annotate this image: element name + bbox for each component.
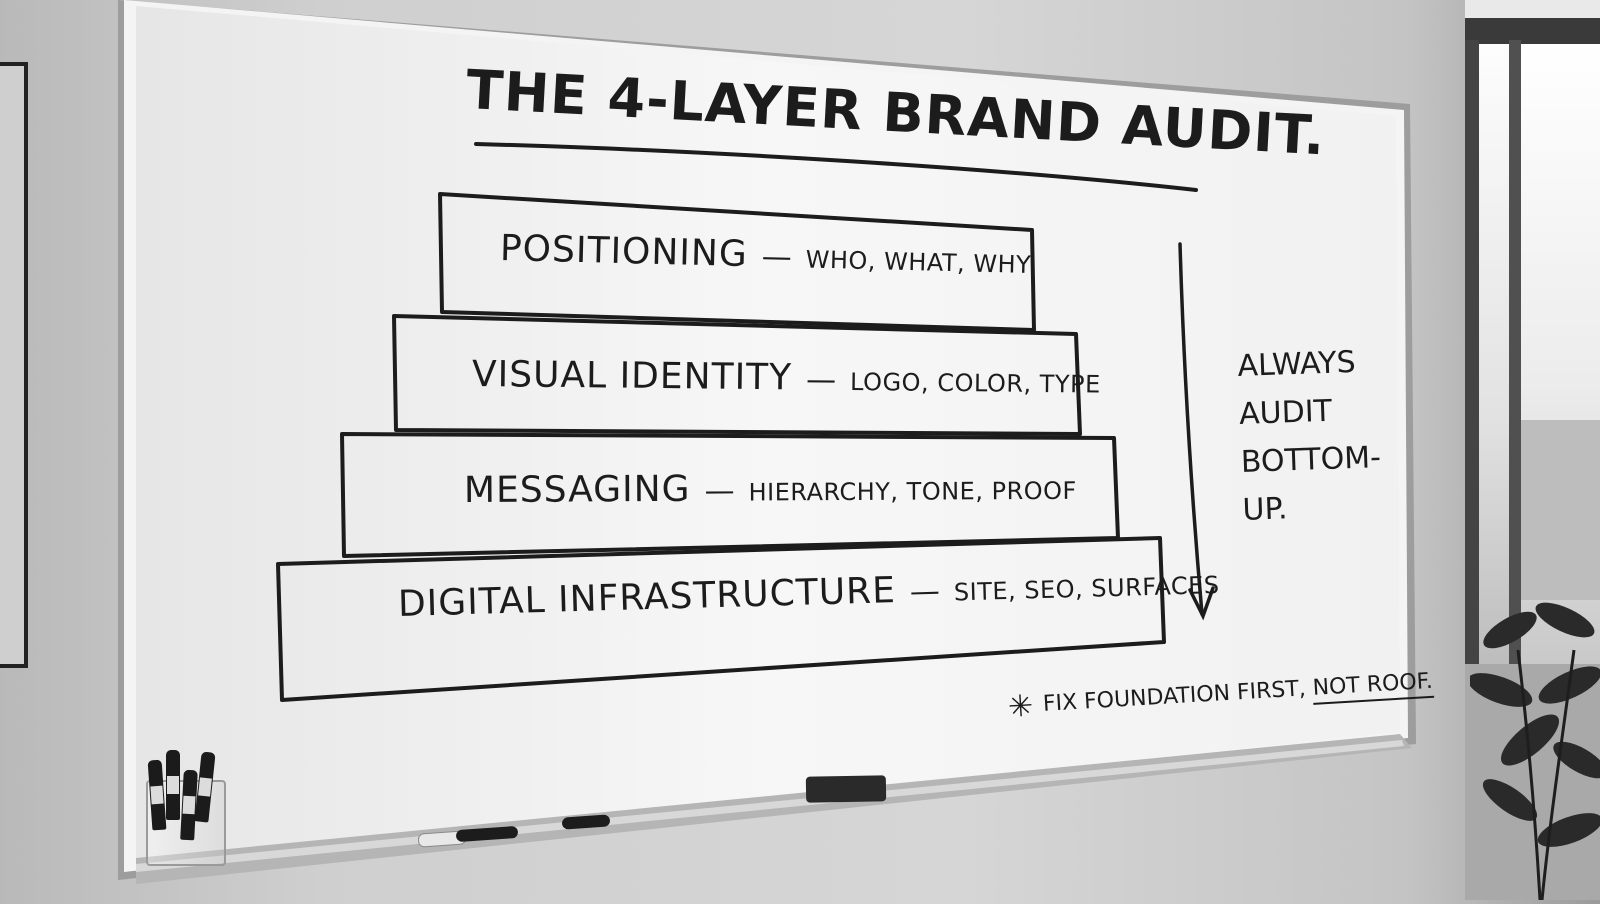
layer-box-digital-infrastructure [276,536,1166,702]
down-arrow-icon [1178,242,1215,621]
layer-name: Visual Identity [471,354,793,399]
layer-detail: logo, color, type [849,367,1101,399]
layer-label-messaging: Messaging — hierarchy, tone, proof [464,467,1077,511]
side-note: Always audit bottom-up. [1237,337,1414,535]
layer-dash: — [909,573,941,610]
layer-box-visual-identity [392,314,1082,436]
footer-note-underlined: not roof. [1311,668,1434,705]
layer-box-positioning [438,192,1036,332]
layer-detail: who, what, why [805,245,1032,279]
layer-label-visual-identity: Visual Identity — logo, color, type [472,354,1101,402]
layer-dash: — [704,473,735,509]
wall-picture-frame [0,62,28,668]
layer-detail: hierarchy, tone, proof [748,476,1077,507]
side-note-line: bottom-up. [1240,440,1382,528]
layer-name: Messaging [463,468,691,511]
layer-dash: — [805,362,837,398]
asterisk-icon: ✳ [1006,688,1035,725]
marker[interactable] [166,750,180,820]
layer-dash: — [761,239,793,276]
layer-detail: site, SEO, surfaces [953,571,1220,607]
side-note-line: audit [1238,393,1333,432]
whiteboard-eraser[interactable] [805,775,887,803]
side-note-line: Always [1236,344,1357,384]
layer-name: Positioning [499,228,749,276]
potted-plant [1467,590,1600,901]
pyramid-diagram [276,192,1166,702]
